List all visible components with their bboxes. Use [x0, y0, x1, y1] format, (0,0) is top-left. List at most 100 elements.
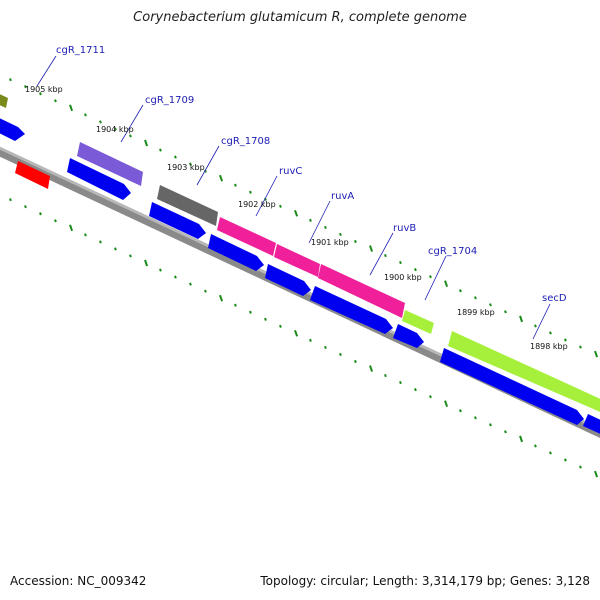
minor-tick	[564, 338, 567, 342]
kbp-label: 1903 kbp	[167, 163, 205, 172]
minor-tick	[189, 282, 192, 286]
major-tick	[444, 280, 449, 288]
cds-arrow[interactable]	[393, 324, 424, 348]
kbp-label: 1901 kbp	[311, 238, 349, 247]
minor-tick	[579, 345, 582, 349]
minor-tick	[249, 310, 252, 314]
gene-label-cgR_1711[interactable]: cgR_1711	[56, 45, 105, 56]
minor-tick	[159, 148, 162, 152]
cds-arrow[interactable]	[149, 202, 206, 239]
gene-label-cgR_1704[interactable]: cgR_1704	[428, 246, 477, 257]
gene-label-cgR_1708[interactable]: cgR_1708	[221, 136, 270, 147]
minor-tick	[24, 205, 27, 209]
cds-arrow[interactable]	[265, 264, 311, 296]
minor-tick	[39, 212, 42, 216]
minor-tick	[84, 233, 87, 237]
minor-tick	[99, 240, 102, 244]
minor-tick	[489, 423, 492, 427]
gene-feature-ruvB[interactable]	[318, 264, 405, 318]
gene-feature-cgR_1704[interactable]	[402, 310, 434, 334]
minor-tick	[114, 247, 117, 251]
minor-tick	[84, 113, 87, 117]
minor-tick	[459, 289, 462, 293]
major-tick	[369, 245, 374, 252]
minor-tick	[549, 451, 552, 455]
minor-tick	[579, 465, 582, 469]
major-tick	[69, 104, 74, 112]
minor-tick	[339, 352, 342, 357]
minor-tick	[279, 204, 282, 208]
accession-label: Accession: NC_009342	[10, 574, 147, 588]
genome-summary: Topology: circular; Length: 3,314,179 bp…	[260, 574, 590, 588]
minor-tick	[324, 345, 327, 350]
cds-arrow[interactable]	[583, 414, 600, 436]
minor-tick	[399, 381, 402, 385]
minor-tick	[504, 430, 507, 434]
minor-tick	[174, 155, 177, 159]
minor-tick	[129, 254, 132, 258]
major-tick	[294, 210, 299, 217]
gene-label-secD[interactable]: secD	[542, 293, 567, 304]
label-leaders	[36, 55, 551, 340]
minor-tick	[534, 324, 537, 328]
minor-tick	[564, 458, 567, 462]
minor-tick	[309, 338, 312, 342]
minor-tick	[339, 232, 342, 237]
cds-arrow[interactable]	[440, 348, 584, 425]
major-tick	[219, 294, 224, 302]
gene-feature-cgR_1711[interactable]	[0, 92, 8, 108]
minor-tick	[129, 134, 132, 138]
minor-tick	[204, 289, 207, 293]
minor-tick	[354, 239, 357, 244]
kbp-label: 1899 kbp	[457, 308, 495, 317]
major-tick	[69, 224, 74, 232]
major-tick	[519, 315, 524, 323]
minor-tick	[9, 78, 12, 82]
kbp-label: 1905 kbp	[25, 85, 63, 94]
minor-tick	[474, 416, 477, 420]
major-tick	[369, 365, 374, 372]
major-tick	[144, 139, 149, 147]
major-tick	[594, 470, 599, 478]
gene-feature-ruvC[interactable]	[217, 217, 276, 256]
gene-feature-cgR_1709[interactable]	[77, 142, 143, 186]
minor-tick	[429, 275, 432, 279]
gene-label-cgR_1709[interactable]: cgR_1709	[145, 95, 194, 106]
gene-label-ruvA[interactable]: ruvA	[331, 191, 354, 202]
minor-tick	[159, 268, 162, 272]
major-tick	[519, 435, 524, 443]
cds-arrow[interactable]	[67, 158, 131, 200]
cds-arrow[interactable]	[0, 116, 25, 141]
gene-label-ruvB[interactable]: ruvB	[393, 223, 416, 234]
minor-tick	[54, 219, 57, 223]
gene-feature-secD[interactable]	[448, 331, 600, 414]
cds-arrow[interactable]	[208, 234, 264, 271]
minor-tick	[384, 253, 387, 258]
minor-tick	[39, 92, 42, 96]
major-tick	[219, 174, 224, 182]
minor-tick	[504, 310, 507, 314]
minor-tick	[264, 317, 267, 321]
kbp-label: 1898 kbp	[530, 342, 568, 351]
gene-feature-cgR_1708[interactable]	[157, 185, 218, 226]
minor-tick	[534, 444, 537, 448]
major-tick	[444, 400, 449, 408]
minor-tick	[99, 120, 102, 124]
cds-arrow[interactable]	[310, 286, 393, 334]
minor-tick	[414, 268, 417, 272]
major-tick	[144, 259, 149, 267]
minor-tick	[24, 85, 27, 89]
minor-tick	[279, 324, 282, 328]
minor-tick	[324, 225, 327, 230]
minor-tick	[414, 388, 417, 392]
gene-feature-ruvA[interactable]	[274, 244, 320, 277]
minor-tick	[354, 359, 357, 364]
gene-label-ruvC[interactable]: ruvC	[279, 166, 302, 177]
map-title: Corynebacterium glutamicum R, complete g…	[133, 10, 467, 25]
minor-tick	[384, 373, 387, 378]
minor-tick	[234, 183, 237, 187]
gene-feature-red[interactable]	[15, 161, 50, 189]
minor-tick	[459, 409, 462, 413]
major-tick	[294, 330, 299, 337]
